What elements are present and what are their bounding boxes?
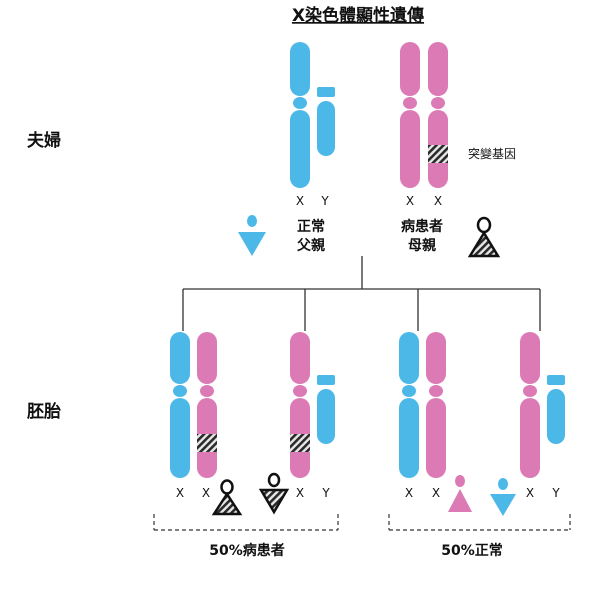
father-label-line2: 父親: [296, 237, 325, 254]
male-symbol-father: [238, 215, 266, 256]
female-symbol-embryo-3: [448, 475, 472, 512]
embryo-4-y-chromosome: [547, 375, 565, 444]
embryo-1-chrom-label-2: X: [202, 486, 210, 500]
mother-x-chromosome-mutated: [428, 42, 448, 188]
row-label-parents: 夫婦: [27, 130, 61, 151]
pedigree-lines: [182, 256, 541, 331]
embryo-3-chrom-label-1: X: [405, 486, 413, 500]
father-chrom-label-2: Y: [320, 194, 329, 208]
female-affected-symbol-embryo-1: [211, 479, 243, 516]
male-affected-symbol-embryo-2: [258, 472, 290, 515]
bracket-affected: [153, 514, 339, 531]
embryo-2-chrom-label-2: Y: [321, 486, 330, 500]
mother-chrom-label-1: X: [406, 194, 414, 208]
embryo-2: X Y: [258, 332, 335, 515]
father-y-chromosome: [317, 87, 335, 156]
embryo-4: X Y: [490, 332, 565, 516]
embryo-3-chrom-label-2: X: [432, 486, 440, 500]
mutation-label: 突變基因: [468, 146, 516, 161]
embryo-2-x-chromosome-maternal-mutated: [290, 332, 310, 478]
embryo-3-x-chromosome-paternal: [399, 332, 419, 478]
bracket-normal: [388, 514, 571, 531]
embryo-4-x-chromosome-maternal: [520, 332, 540, 478]
embryo-3-x-chromosome-maternal: [426, 332, 446, 478]
female-affected-symbol-mother: [467, 216, 501, 258]
mother-label-line2: 母親: [408, 237, 436, 254]
male-symbol-embryo-4: [490, 478, 516, 516]
mother-chrom-label-2: X: [434, 194, 442, 208]
embryo-1-chrom-label-1: X: [176, 486, 184, 500]
embryo-1-x-chromosome-paternal: [170, 332, 190, 478]
mother-x-chromosome-normal: [400, 42, 420, 188]
father-chrom-label-1: X: [296, 194, 304, 208]
group-label-affected: 50%病患者: [209, 542, 285, 559]
mutation-band: [428, 145, 448, 163]
group-label-normal: 50%正常: [441, 542, 503, 559]
mother-label-line1: 病患者: [401, 218, 443, 235]
row-label-embryos: 胚胎: [27, 401, 61, 422]
embryo-4-chrom-label-2: Y: [551, 486, 560, 500]
embryo-2-chrom-label-1: X: [296, 486, 304, 500]
father-label-line1: 正常: [297, 218, 325, 235]
father-x-chromosome: [290, 42, 310, 188]
page-title: X染色體顯性遺傳: [292, 5, 424, 26]
embryo-2-y-chromosome: [317, 375, 335, 444]
embryo-1-x-chromosome-maternal-mutated: [197, 332, 217, 478]
embryo-4-chrom-label-1: X: [526, 486, 534, 500]
embryo-1: X X: [170, 332, 243, 516]
embryo-3: X X: [399, 332, 472, 512]
